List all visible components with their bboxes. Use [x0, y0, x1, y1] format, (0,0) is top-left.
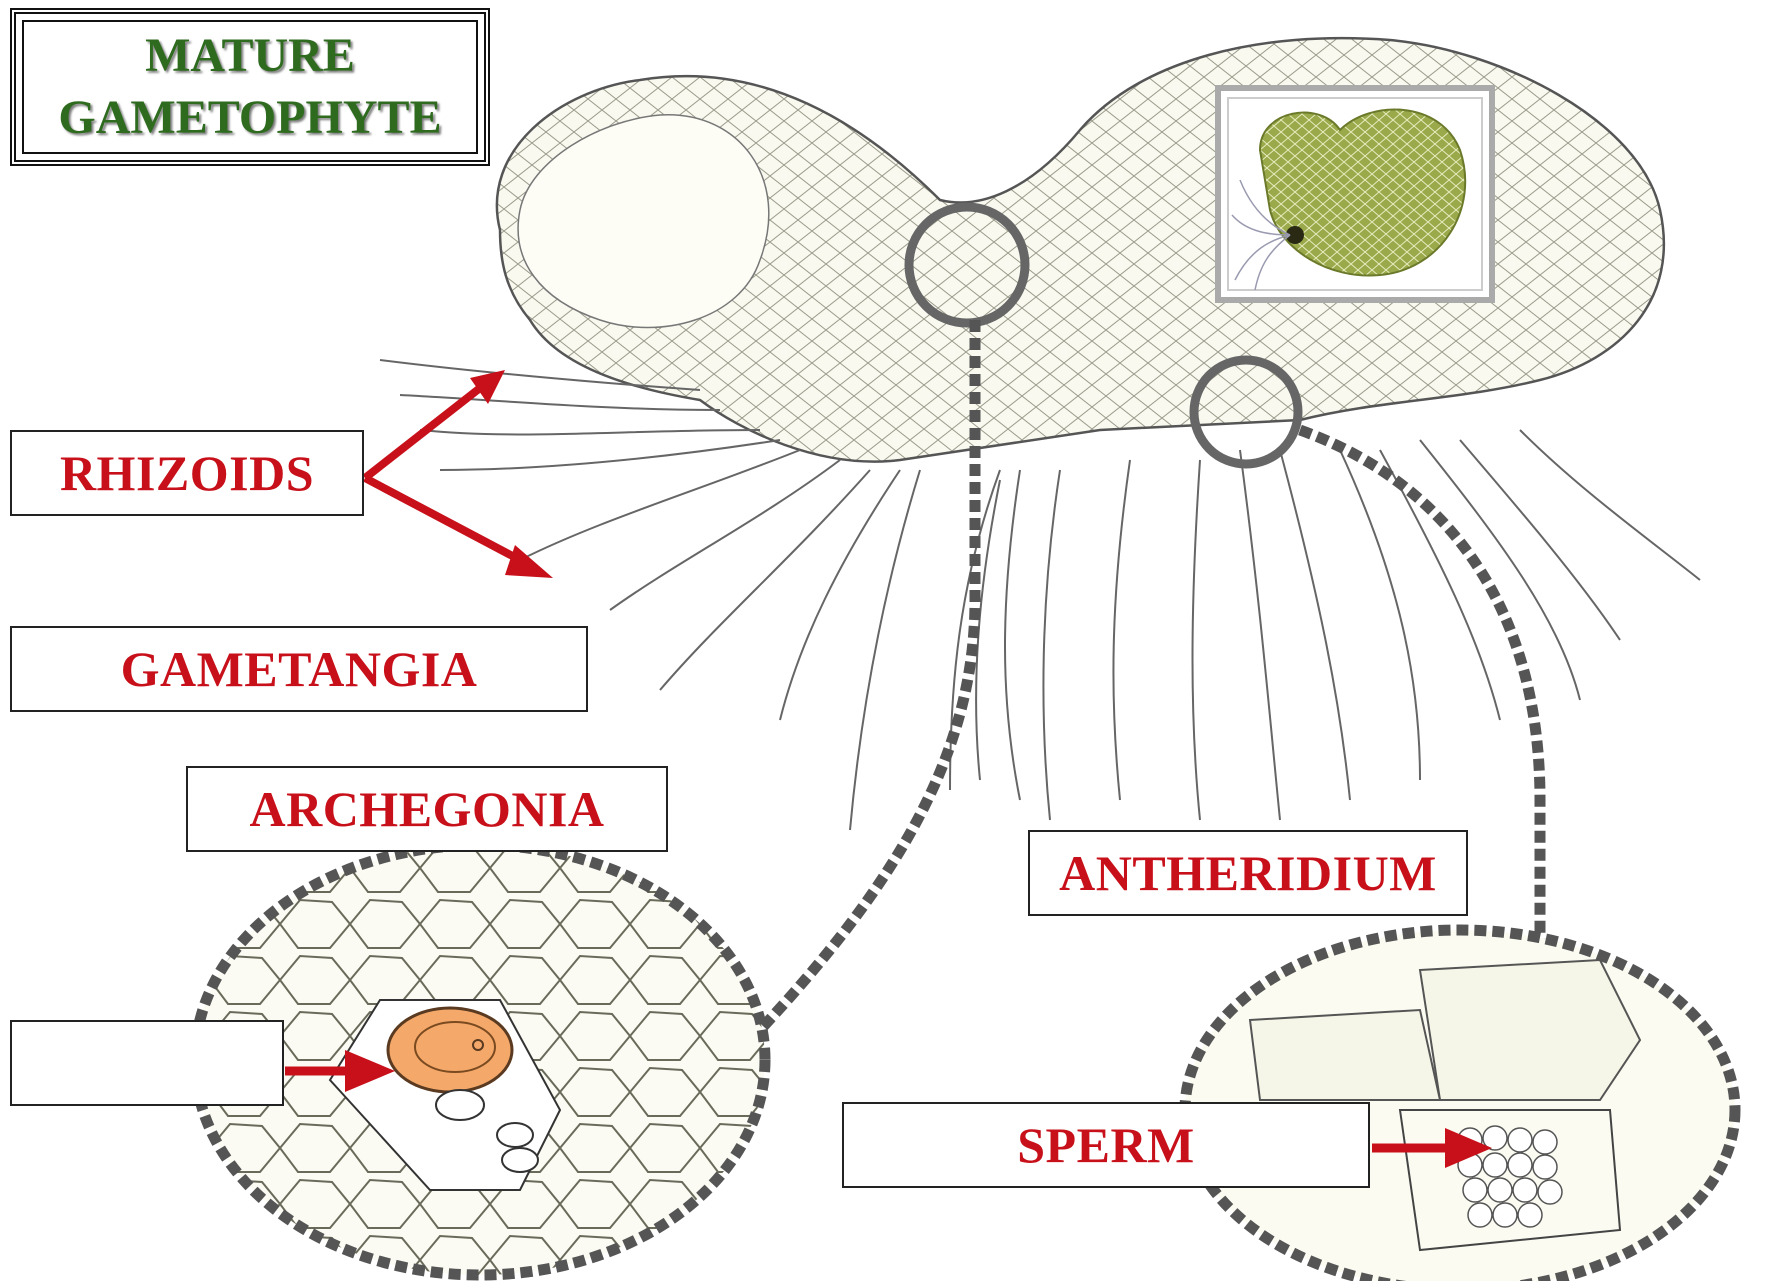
egg-cell — [388, 1008, 512, 1092]
title-line-1: MATURE — [145, 25, 355, 87]
title-line-2: GAMETOPHYTE — [58, 87, 441, 149]
title-box: MATURE GAMETOPHYTE — [10, 8, 490, 166]
label-archegonia: ARCHEGONIA — [186, 766, 668, 852]
label-rhizoids: RHIZOIDS — [10, 430, 364, 516]
label-blank-egg[interactable] — [10, 1020, 284, 1106]
rhizoids-arrows — [365, 370, 553, 578]
prothallus-photo-icon — [1218, 88, 1492, 300]
label-gametangia: GAMETANGIA — [10, 626, 588, 712]
label-sperm: SPERM — [842, 1102, 1370, 1188]
label-antheridium: ANTHERIDIUM — [1028, 830, 1468, 916]
